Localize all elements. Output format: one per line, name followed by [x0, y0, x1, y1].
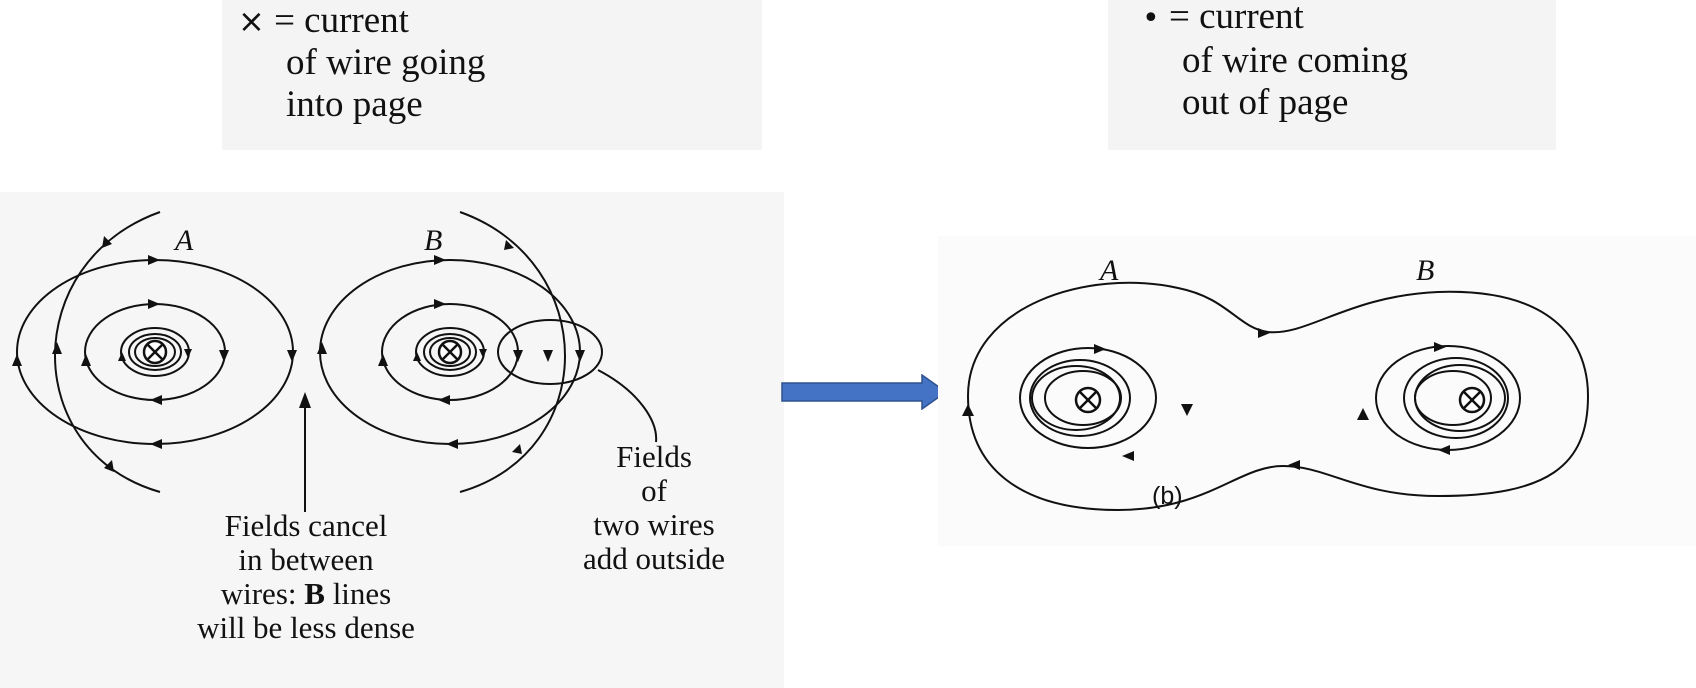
arrow-b-inner-left: [413, 352, 421, 361]
highlight-oval: [497, 319, 603, 385]
right-arrow-icon: [781, 374, 948, 410]
caption-cancel-line-3: wires: B lines: [220, 576, 392, 611]
right-arrow-a-top: [1094, 344, 1106, 354]
right-arrow-b-left: [1357, 408, 1369, 420]
legend-out-line-1: = current: [1168, 0, 1304, 37]
right-wire-b-outer: [1375, 345, 1521, 451]
arrow-a-inner-left: [118, 352, 126, 361]
legend-out-line-3: out of page: [1182, 82, 1349, 123]
dot-symbol-icon: •: [1142, 1, 1160, 36]
wire-b-field-inner-3: [429, 337, 471, 367]
arrow-arc-bottom-left: [104, 460, 114, 472]
legend-out: • = current of wire coming out of page: [1142, 0, 1408, 124]
arrow-a-mid-right: [219, 350, 229, 362]
arrow-a-bottom-mid: [150, 395, 162, 405]
arrow-b-outer-left: [317, 342, 327, 354]
arrow-b-outer-right: [575, 350, 585, 362]
caption-cancel-line-4: will be less dense: [197, 610, 415, 645]
right-wire-a-symbol-icon: [1074, 386, 1102, 414]
arrow-b-top-outer: [434, 255, 446, 265]
right-wire-a-outer: [1019, 347, 1157, 449]
outer-arc-right: [459, 211, 566, 493]
right-wire-a-mid: [1029, 359, 1131, 437]
arrow-b-bottom-outer: [446, 439, 458, 449]
right-wire-a-label: A: [1098, 254, 1119, 287]
caption-cancel-line-2: in between: [238, 542, 374, 577]
legend-into-line-2: of wire going: [286, 42, 486, 83]
right-diagram-sublabel: (b): [1152, 482, 1183, 510]
arrow-b-top-mid: [434, 299, 446, 309]
wire-b-field-inner-2: [423, 333, 477, 371]
arrow-b-inner-right: [479, 349, 487, 358]
right-wire-b-mid: [1403, 357, 1509, 439]
right-wire-b-symbol-icon: [1458, 386, 1486, 414]
arrow-a-mid-left: [81, 354, 91, 366]
left-wire-a-label: A: [173, 224, 194, 257]
right-field-diagram: A B (b): [962, 254, 1590, 512]
arrow-b-mid-right: [513, 350, 523, 362]
arrow-a-arc-left: [52, 342, 62, 354]
arrow-b-arc-right: [543, 350, 553, 362]
right-wire-b-label: B: [1416, 254, 1434, 287]
arrow-arc-bottom-right: [512, 444, 522, 454]
legend-into-line-3: into page: [286, 84, 423, 125]
left-field-diagram: A B: [12, 211, 658, 512]
arrow-a-outer-right: [287, 350, 297, 362]
right-arrow-top-middle: [1258, 328, 1270, 338]
right-wire-b-inner-2: [1414, 370, 1492, 426]
wire-a-field-inner-3: [134, 337, 176, 367]
arrow-a-inner-right: [184, 349, 192, 358]
legend-panel-out: [1108, 0, 1556, 150]
caption-add: Fields of two wires add outside: [534, 440, 774, 576]
arrow-a-bottom-outer: [150, 439, 162, 449]
caption-add-line-1: Fields: [616, 439, 692, 474]
arrow-b-bottom-mid: [438, 395, 450, 405]
caption-cancel-line-1: Fields cancel: [224, 508, 388, 543]
right-arrow-b-bottom: [1438, 445, 1450, 455]
arrow-a-top-outer: [148, 255, 160, 265]
arrow-b-mid-left: [378, 354, 388, 366]
wire-a-symbol-icon: [142, 339, 168, 365]
arrow-a-outer-left: [12, 354, 22, 366]
right-diagram-panel: [938, 236, 1696, 546]
legend-out-line-2: of wire coming: [1182, 40, 1409, 81]
legend-panel-into: [222, 0, 762, 150]
right-wire-a-inner-2: [1044, 370, 1122, 426]
pointer-add-outside: [597, 369, 658, 443]
caption-add-line-2: of: [641, 473, 667, 508]
cross-symbol-icon: ×: [238, 2, 265, 40]
wire-b-symbol-icon: [437, 339, 463, 365]
left-wire-b-label: B: [424, 224, 442, 257]
right-arrow-a-right: [1181, 404, 1193, 416]
caption-add-line-3: two wires: [593, 507, 715, 542]
arrow-arc-top-left: [102, 236, 112, 248]
left-diagram-panel: [0, 192, 784, 688]
wire-a-field-inner-2: [128, 333, 182, 371]
right-arrow-b-top: [1434, 342, 1446, 352]
outer-combined-loop: [966, 281, 1590, 512]
legend-into-line-1: = current: [274, 0, 409, 41]
right-arrow-a-bottom: [1122, 451, 1134, 461]
arrow-arc-top-right: [504, 240, 514, 250]
right-arrow-left-up: [962, 404, 974, 416]
arrow-cancel-pointer: [299, 392, 311, 408]
caption-add-line-4: add outside: [582, 541, 726, 576]
right-arrow-bottom-middle: [1288, 460, 1300, 470]
caption-cancel: Fields cancel in between wires: B lines …: [146, 509, 466, 645]
arrow-a-top-mid: [148, 299, 160, 309]
legend-into: × = current of wire going into page: [238, 0, 485, 126]
